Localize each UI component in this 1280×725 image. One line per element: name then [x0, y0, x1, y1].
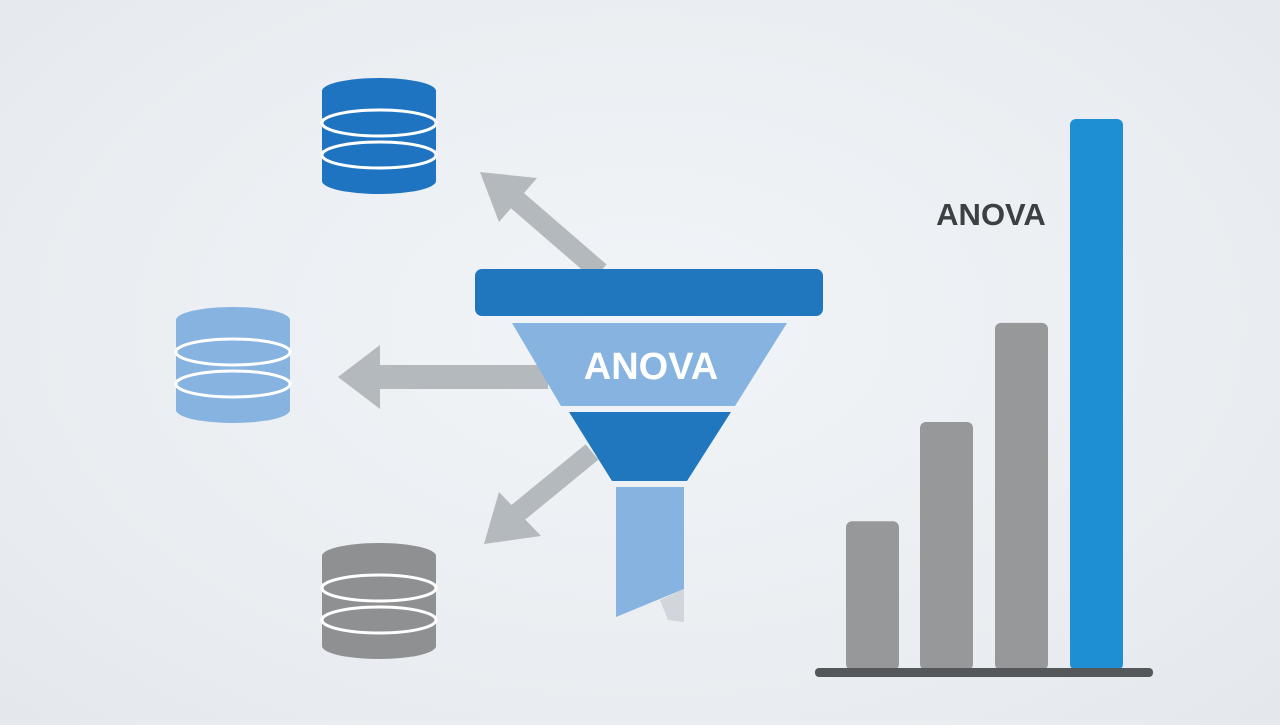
bar [995, 322, 1048, 670]
database-disk-top [322, 78, 436, 104]
database-disk-top [320, 573, 438, 603]
funnel-icon: ANOVA [475, 269, 823, 622]
bar-highlight [1070, 119, 1123, 670]
database-disk-top [320, 605, 438, 635]
arrow-to-middle-database [338, 345, 548, 409]
database-middle-icon [174, 307, 292, 423]
database-top-icon [320, 78, 438, 194]
bar [846, 521, 899, 670]
funnel-lower-cone [569, 412, 731, 481]
database-disk-top [322, 543, 436, 569]
chart-baseline [815, 668, 1153, 677]
funnel-spout-shadow [660, 589, 684, 622]
bar [920, 422, 973, 670]
database-disk-bottom [176, 397, 290, 423]
funnel-label: ANOVA [584, 346, 718, 388]
database-disk-top [174, 369, 292, 399]
funnel-spout [616, 487, 684, 617]
arrow-to-bottom-database [484, 444, 599, 544]
database-disk-top [174, 337, 292, 367]
database-disk-top [176, 307, 290, 333]
database-disk-top [320, 108, 438, 138]
database-disk-top [320, 140, 438, 170]
bar-chart: ANOVA [815, 119, 1153, 677]
chart-label: ANOVA [936, 197, 1046, 232]
bars-group [846, 119, 1123, 670]
arrows-group [338, 172, 607, 544]
funnel-rim [475, 269, 823, 316]
funnel-upper-cone [512, 323, 787, 406]
database-disk-bottom [322, 168, 436, 194]
arrow-to-top-database [480, 172, 607, 280]
database-bottom-icon [320, 543, 438, 659]
database-disk-bottom [322, 633, 436, 659]
